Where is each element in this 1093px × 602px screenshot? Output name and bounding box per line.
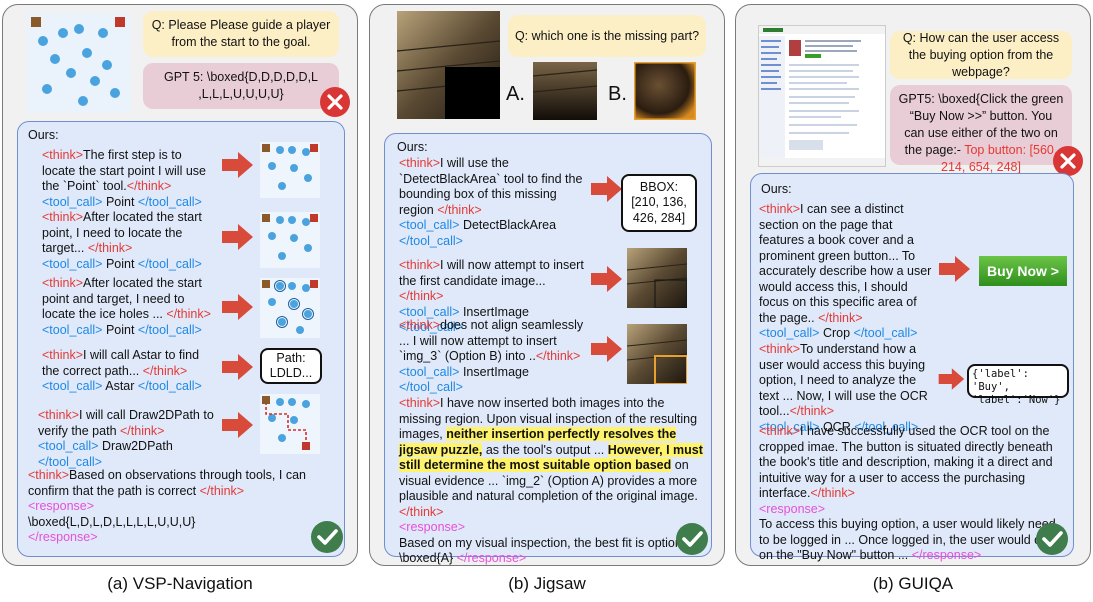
panel-vsp-navigation: Q: Please Please guide a player from the… [2,4,358,566]
arrow-right-icon [938,368,965,390]
guiqa-step-2: <think>To understand how a user would ac… [759,342,928,434]
ours-label: Ours: [397,140,428,154]
jigsaw-step-2: <think>I will now attempt to insert the … [399,258,584,334]
check-icon [676,523,708,555]
check-icon [1036,523,1068,555]
jigsaw-final-answer: Based on my visual inspection, the best … [399,535,697,566]
path-result-box: Path: LDLD... [260,348,322,384]
jigsaw-final-reasoning: <think>I have now inserted both images i… [399,396,703,566]
map-thumbnail-target [260,212,320,268]
caption-vsp: (a) VSP-Navigation [107,574,253,593]
vsp-step-2: <think>After located the start point, I … [42,210,202,271]
map-thumbnail-path [260,394,320,454]
panel-jigsaw: Q: which one is the missing part? A. B. … [369,4,725,566]
arrow-right-icon [222,354,253,380]
arrow-right-icon [591,336,622,362]
guiqa-step-1: <think>I can see a distinct section on t… [759,202,932,340]
vsp-final-reasoning: <think>Based on observations through too… [28,468,306,544]
ours-label: Ours: [28,128,59,142]
jigsaw-step-1: <think>I will use the `DetectBlackArea` … [399,156,583,248]
arrow-right-icon [939,256,970,282]
ocr-result-box: {'label': 'Buy','label':'Now'} [967,364,1069,406]
cross-icon [320,87,350,117]
jigsaw-puzzle-image [397,11,500,119]
vsp-step-5: <think>I will call Draw2DPath to verify … [38,408,214,469]
buy-now-crop-image: Buy Now > [979,256,1067,286]
arrow-right-icon [591,266,622,292]
bbox-result-box: BBOX: [210, 136, 426, 284] [621,174,697,232]
vsp-question: Q: Please Please guide a player from the… [143,11,339,57]
vsp-gpt-answer: GPT 5: \boxed{D,D,D,D,D,L ,L,L,L,U,U,U,U… [143,63,339,109]
map-thumbnail-holes [260,278,320,338]
jigsaw-question: Q: which one is the missing part? [508,15,706,57]
webpage-screenshot [758,25,886,167]
inserted-image-b [627,324,687,384]
option-a-label: A. [506,83,525,105]
guiqa-question: Q: How can the user access the buying op… [890,31,1072,79]
option-b-image [634,62,696,120]
cross-icon [1053,146,1083,176]
inserted-image-a [627,248,687,308]
arrow-right-icon [222,412,253,438]
check-icon [311,521,343,553]
vsp-step-1: <think>The first step is to locate the s… [42,148,206,209]
arrow-right-icon [591,176,622,202]
vsp-final-answer: \boxed{L,D,L,D,L,L,L,L,U,U,U} [28,514,196,529]
caption-guiqa: (b) GUIQA [872,574,954,593]
guiqa-final-answer: To access this buying option, a user wou… [759,517,1059,562]
guiqa-final-reasoning: <think>I have successfully used the OCR … [759,424,1059,562]
arrow-right-icon [222,152,253,178]
guiqa-ours-box: Ours: <think>I can see a distinct sectio… [750,173,1074,562]
frozen-lake-map-image [27,13,131,113]
arrow-right-icon [222,224,253,250]
vsp-step-3: <think>After located the start point and… [42,276,211,337]
map-thumbnail-start [260,142,320,198]
option-a-image [533,62,597,120]
option-b-label: B. [608,83,627,105]
panel-guiqa: Q: How can the user access the buying op… [735,4,1091,566]
guiqa-gpt-answer: GPT5: \boxed{Click the green “Buy Now >>… [890,85,1072,174]
arrow-right-icon [222,294,253,320]
jigsaw-ours-box: Ours: <think>I will use the `DetectBlack… [384,133,712,565]
vsp-ours-box: Ours: <think>The first step is to locate… [17,121,345,557]
ours-label: Ours: [761,182,792,196]
vsp-step-4: <think>I will call Astar to find the cor… [42,348,202,393]
caption-jigsaw: (b) Jigsaw [508,574,586,593]
jigsaw-step-3: <think>does not align seamlessly ... I w… [399,318,584,394]
